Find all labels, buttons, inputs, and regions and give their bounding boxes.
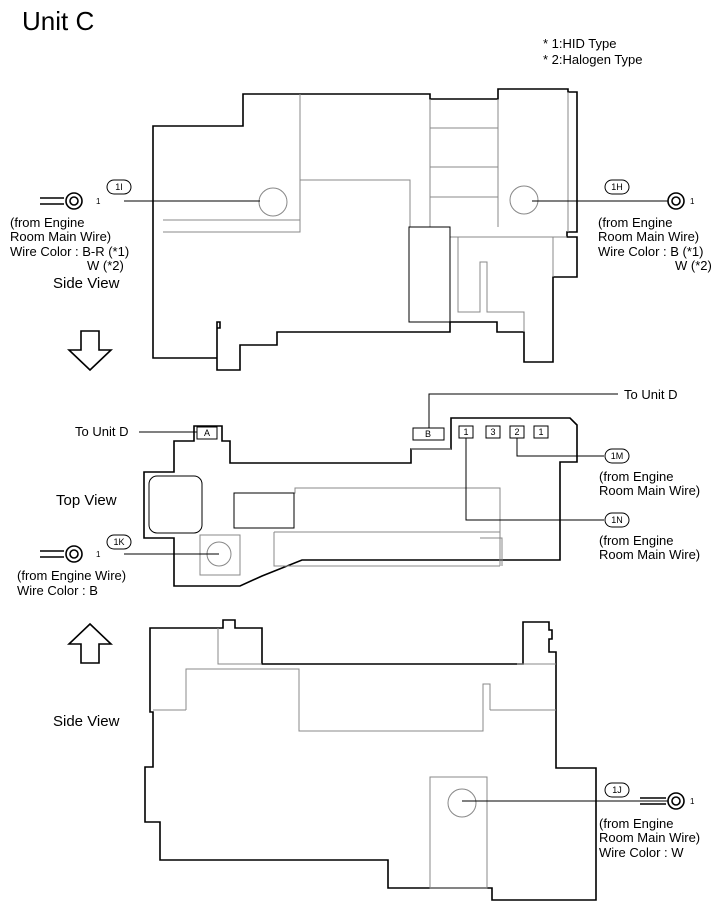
wire-source-1M: Room Main Wire): [599, 483, 700, 498]
wire-source-1N: Room Main Wire): [599, 547, 700, 562]
connector-tag-1K: 1K: [113, 537, 124, 547]
side-view-label-bottom: Side View: [53, 713, 120, 730]
connector-pin: 2: [514, 427, 519, 437]
arrow-down-icon: [67, 330, 113, 372]
terminal-1I: 1 1I: [40, 179, 260, 210]
note-hid: * 1:HID Type: [543, 36, 616, 51]
wire-source-1I: (from Engine: [10, 215, 84, 230]
to-unit-d-right: To Unit D: [624, 387, 677, 402]
wire-color-alt-1H: W (*2): [675, 258, 712, 273]
side-view-label-top: Side View: [53, 275, 120, 292]
to-unit-d-left: To Unit D: [75, 424, 128, 439]
connector-tag-1J: 1J: [612, 785, 622, 795]
wire-source-1J: (from Engine: [599, 816, 673, 831]
wire-source-1H: (from Engine: [598, 215, 672, 230]
note-halogen: * 2:Halogen Type: [543, 52, 643, 67]
wire-color-alt-1I: W (*2): [87, 258, 124, 273]
diagram-title: Unit C: [22, 6, 94, 36]
terminal-1K: 1 1K: [40, 534, 219, 563]
connector-tag-1M: 1M: [611, 451, 624, 461]
wire-source-1I: Room Main Wire): [10, 229, 111, 244]
connector-tag-1N: 1N: [611, 515, 623, 525]
terminal-1H: 1H 1: [532, 179, 695, 210]
pin-number: 1: [690, 197, 695, 206]
connector-pin: 1: [538, 427, 543, 437]
connector-tag-1I: 1I: [115, 182, 123, 192]
pin-number: 1: [690, 797, 695, 806]
connector-pin: 3: [490, 427, 495, 437]
wire-source-1M: (from Engine: [599, 469, 673, 484]
wire-color-1H: Wire Color : B (*1): [598, 244, 703, 259]
terminal-1J: 1J 1: [462, 782, 695, 810]
wire-color-1K: Wire Color : B: [17, 583, 98, 598]
connector-pin: 1: [463, 427, 468, 437]
pin-number: 1: [96, 197, 101, 206]
side-view-bottom-unit: [144, 619, 597, 901]
pin-number: 1: [96, 550, 101, 559]
connector-box-b: B: [425, 429, 431, 439]
connector-box-a: A: [204, 428, 210, 438]
connector-tag-1H: 1H: [611, 182, 623, 192]
top-view-unit: A B 1 3 2 1: [143, 417, 578, 587]
top-view-label: Top View: [56, 492, 117, 509]
wire-source-1K: (from Engine Wire): [17, 568, 126, 583]
wire-source-1N: (from Engine: [599, 533, 673, 548]
arrow-up-icon: [67, 622, 113, 664]
wire-source-1J: Room Main Wire): [599, 830, 700, 845]
wire-source-1H: Room Main Wire): [598, 229, 699, 244]
wire-color-1I: Wire Color : B-R (*1): [10, 244, 129, 259]
side-view-top-unit: [152, 88, 578, 371]
wire-color-1J: Wire Color : W: [599, 845, 684, 860]
